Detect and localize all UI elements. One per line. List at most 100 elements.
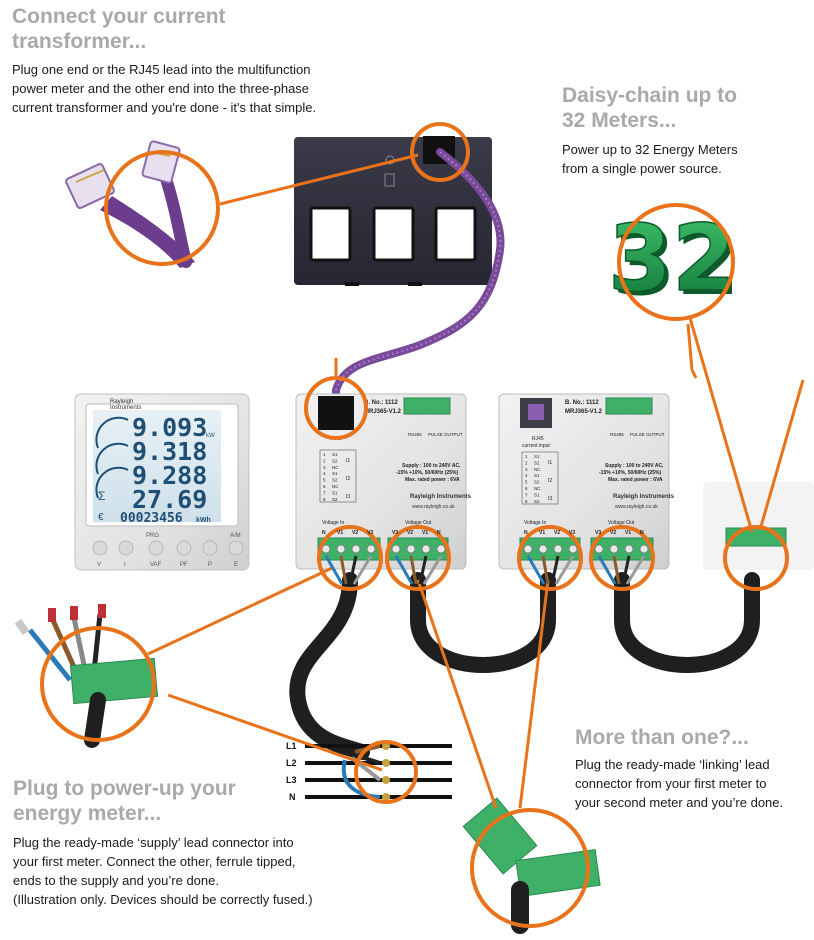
button-label-v: V — [97, 562, 101, 568]
module-2-voltage-in-terminal-label: V3 — [569, 530, 575, 536]
meter-module-2-supply-line1: Supply : 100 to 240V AC, — [605, 463, 664, 469]
connect-heading: Connect your current transformer... — [12, 4, 332, 54]
lcd-row5-unit: kWh — [196, 517, 211, 524]
module-1-voltage-out-wire — [394, 555, 414, 585]
ferrule-l3 — [382, 776, 390, 784]
button-pf[interactable] — [176, 540, 192, 556]
module-1-voltage-in-wire — [339, 555, 348, 585]
button-e[interactable] — [228, 540, 244, 556]
connect-description-line3: current transformer and you're done - it… — [12, 100, 317, 115]
module-1-voltage-in-terminal-screw — [336, 544, 346, 554]
module-1-voltage-in-terminal-label: V2 — [352, 530, 358, 536]
module-2-ct-group-label: I1 — [548, 460, 552, 466]
connect-description-line1: Plug one end or the RJ45 lead into the m… — [12, 62, 311, 77]
module-2-voltage-out-terminal-label: N — [640, 530, 644, 536]
lead-connector — [69, 657, 159, 705]
daisy-chain-description: Power up to 32 Energy Meters from a sing… — [562, 140, 802, 178]
module-2-voltage-out-terminal-screw — [624, 544, 634, 554]
meter-module-2-voltage-in: Voltage In — [524, 520, 546, 526]
meter-module-2: B. No.: 1112 MRJ365-V1.2 RJ45 current in… — [498, 393, 675, 570]
module-2-voltage-in-terminal-label: V2 — [554, 530, 560, 536]
meter-module-2-pulse-label: PULSE OUTPUT — [630, 432, 665, 437]
meter-module-1-ct-table — [319, 449, 357, 503]
ct-aperture-1 — [309, 206, 352, 262]
module-1-voltage-out-terminal-screw — [421, 544, 431, 554]
module-2-ct-row-label: S2 — [534, 480, 540, 485]
meter-module-1-voltage-in: Voltage In — [322, 520, 344, 526]
meter-module-1-website: www.rayleigh.co.uk — [412, 504, 455, 510]
supply-label-l1: L1 — [286, 741, 297, 751]
callout-circle-linking-lead — [470, 808, 590, 928]
module-2-voltage-out-wire — [597, 555, 617, 585]
module-2-voltage-out-terminal-screw — [609, 544, 619, 554]
module-1-voltage-out-terminal-label: N — [437, 530, 441, 536]
meter-module-2-supply-line3: Max. rated power : 6VA — [608, 477, 663, 483]
ferrule-n — [382, 793, 390, 801]
meter-module-1-brand: Rayleigh Instruments — [410, 494, 472, 500]
meter-module-2-pulse-connector — [605, 397, 653, 415]
module-1-ct-group-label: I2 — [346, 476, 350, 482]
meter-module-2-voltage-out: Voltage Out — [608, 520, 635, 526]
module-1-ct-row-num: 2 — [323, 458, 326, 463]
lcd-sigma-icon: Σ — [98, 489, 105, 503]
module-1-voltage-out-terminal-screw — [406, 544, 416, 554]
rj45-cable-braid — [335, 151, 502, 420]
meter-module-2-ct-table — [521, 451, 559, 505]
module-2-ct-row-label: S1 — [534, 473, 540, 478]
callout-circle-module-2-out — [589, 525, 655, 591]
meter-module-1-voltage-out: Voltage Out — [405, 520, 432, 526]
callout-line-32-a — [686, 323, 694, 371]
module-1-ct-row-label: S2 — [332, 497, 338, 502]
prg-label: PRG — [146, 533, 159, 539]
module-2-voltage-in-terminal-label: V1 — [539, 530, 545, 536]
module-1-voltage-in-terminal-label: V1 — [337, 530, 343, 536]
module-2-voltage-out-wire — [621, 555, 631, 585]
module-1-voltage-in-wire — [352, 555, 373, 585]
module-1-ct-row-label: S1 — [332, 471, 338, 476]
module-2-voltage-in-terminal-screw — [568, 544, 578, 554]
callout-circle-module-3 — [723, 525, 789, 591]
linking-cable-1 — [410, 572, 556, 673]
module-1-ct-row-num: 1 — [323, 452, 326, 457]
lcd-row1-value: 9.093 — [132, 413, 207, 442]
module-1-ct-row-label: S1 — [332, 452, 338, 457]
callout-circle-module-1-out — [385, 525, 451, 591]
module-1-voltage-out-wire — [409, 555, 418, 585]
power-up-description-line2: your first meter. Connect the other, fer… — [13, 854, 296, 869]
more-than-one-heading: More than one?... — [575, 726, 749, 749]
more-description-line3: your second meter and you’re done. — [575, 795, 784, 810]
module-1-ct-row-label: S1 — [332, 490, 338, 495]
more-description-line1: Plug the ready-made ‘linking’ lead — [575, 757, 770, 772]
ct-foot-1 — [345, 282, 359, 286]
module-1-ct-row-num: 5 — [323, 478, 326, 483]
supply-label-l2: L2 — [286, 758, 297, 768]
button-vaf[interactable] — [148, 540, 164, 556]
lcd-row3-value: 9.288 — [132, 461, 207, 490]
module-1-ct-group-label: I1 — [346, 458, 350, 464]
module-1-ct-row-num: 6 — [323, 484, 326, 489]
wire-n — [341, 759, 381, 799]
module-2-ct-group-label: I2 — [548, 478, 552, 484]
module-2-voltage-out-wire — [612, 555, 621, 585]
module-2-voltage-out-wire — [625, 555, 646, 585]
module-2-ct-row-num: 7 — [525, 492, 528, 497]
display-brand-line1: Rayleigh — [110, 399, 133, 405]
daisy-heading-line1: Daisy-chain up to — [562, 84, 738, 107]
lcd-row1-unit: kW — [206, 433, 215, 439]
button-i[interactable] — [118, 540, 134, 556]
callout-circle-module-2-in — [517, 525, 583, 591]
meter-module-1-model: MRJ365-V1.2 — [364, 409, 402, 415]
module-2-voltage-in-wire — [554, 555, 575, 585]
button-p[interactable] — [202, 540, 218, 556]
lcd-row5-value: 00023456 — [120, 511, 183, 526]
module-2-voltage-out-terminal-label: V1 — [625, 530, 631, 536]
module-2-ct-row-num: 3 — [525, 467, 528, 472]
button-v[interactable] — [92, 540, 108, 556]
rj45-lead-boot — [100, 196, 195, 268]
module-2-voltage-in-wire — [526, 555, 546, 585]
meter-module-1-pulse-connector — [403, 397, 451, 415]
callout-line-supply-connector — [147, 566, 333, 656]
meter-module-1-supply-line3: Max. rated power : 6VA — [405, 477, 460, 483]
module-1-ct-group-label: I3 — [346, 494, 350, 500]
module-1-ct-row-num: 3 — [323, 465, 326, 470]
